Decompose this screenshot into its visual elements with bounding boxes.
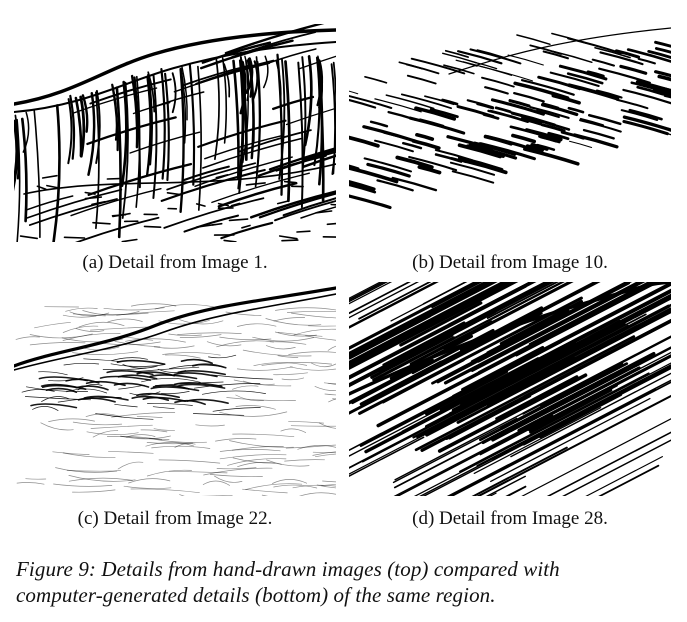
subcaption-d: (d) Detail from Image 28. (412, 508, 608, 529)
figure-caption-line-2: computer-generated details (bottom) of t… (16, 583, 496, 607)
figure-caption-line-1: Figure 9: Details from hand-drawn images… (16, 557, 560, 581)
subcaption-c: (c) Detail from Image 22. (77, 508, 273, 529)
panel-a-image (14, 24, 336, 242)
panel-b-image (349, 24, 671, 242)
hand-drawn-detail-image-10 (349, 27, 671, 210)
computer-generated-detail-image-22 (14, 286, 336, 496)
computer-generated-detail-image-28 (349, 282, 671, 496)
panel-c-image (14, 286, 336, 496)
subcaption-b: (b) Detail from Image 10. (412, 252, 608, 273)
figure-caption: Figure 9: Details from hand-drawn images… (16, 556, 676, 608)
subcaption-a: (a) Detail from Image 1. (82, 252, 268, 273)
panel-d-image (349, 282, 671, 496)
hand-drawn-detail-image-1 (14, 24, 336, 242)
